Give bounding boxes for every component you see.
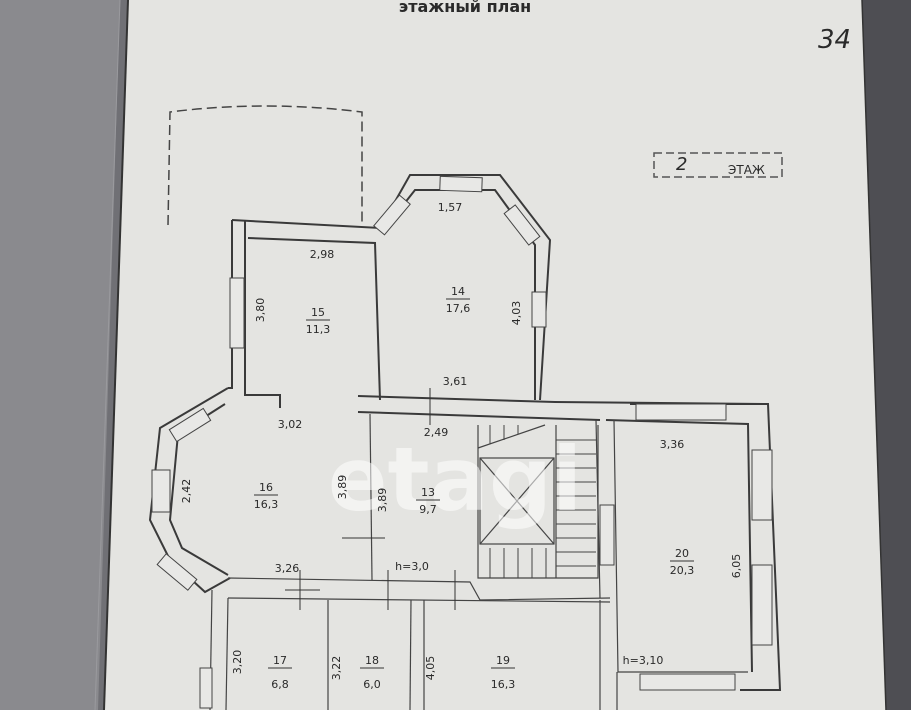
height-room-20: h=3,10: [623, 654, 664, 667]
room-number: 20: [675, 547, 689, 560]
sheet-title: этажный план: [399, 0, 531, 16]
room-number: 16: [259, 481, 273, 494]
room-17: 17 6,8: [268, 654, 292, 691]
room-14: 14 17,6: [446, 285, 471, 315]
balcony-outline: [167, 105, 363, 226]
dim-2-42: 2,42: [180, 479, 193, 504]
dim-3-20: 3,20: [231, 650, 244, 675]
room-number: 19: [496, 654, 510, 667]
room-15: 15 11,3: [306, 306, 331, 336]
dim-3-89-right: 3,89: [376, 488, 389, 513]
dim-3-22: 3,22: [330, 656, 343, 681]
dim-3-61: 3,61: [443, 375, 468, 388]
dim-3-02: 3,02: [278, 418, 303, 431]
staircase: [477, 424, 599, 579]
dim-3-36: 3,36: [660, 438, 685, 451]
room-number: 13: [421, 486, 435, 499]
room-area: 20,3: [670, 564, 695, 577]
dim-2-98: 2,98: [310, 248, 335, 261]
dim-3-89-left: 3,89: [336, 475, 349, 500]
room-area: 16,3: [491, 678, 516, 691]
stamp-text: ЭТАЖ: [728, 163, 765, 177]
room-18: 18 6,0: [360, 654, 384, 691]
windows: [151, 175, 773, 709]
height-hall: h=3,0: [395, 560, 429, 573]
room-19: 19 16,3: [491, 654, 516, 691]
dimension-ticks: [285, 388, 456, 610]
room-area: 11,3: [306, 323, 331, 336]
room-area: 6,0: [363, 678, 381, 691]
room-13: 13 9,7: [416, 486, 440, 516]
room-area: 16,3: [254, 498, 279, 511]
room-area: 6,8: [271, 678, 289, 691]
dim-4-03: 4,03: [510, 301, 523, 326]
room-number: 15: [311, 306, 325, 319]
room-area: 9,7: [419, 503, 437, 516]
dim-4-05: 4,05: [424, 656, 437, 681]
stamp-number: 2: [676, 154, 687, 175]
dim-1-57: 1,57: [438, 201, 463, 214]
room-number: 14: [451, 285, 465, 298]
room-20: 20 20,3: [670, 547, 695, 577]
dim-3-26: 3,26: [275, 562, 300, 575]
room-number: 18: [365, 654, 379, 667]
dim-6-05: 6,05: [730, 554, 743, 579]
room-number: 17: [273, 654, 287, 667]
page-mark: 34: [818, 25, 851, 55]
watermark: etagi: [328, 428, 582, 531]
room-16: 16 16,3: [254, 481, 279, 511]
room-area: 17,6: [446, 302, 471, 315]
dim-2-49: 2,49: [424, 426, 449, 439]
dim-3-80: 3,80: [254, 298, 267, 323]
floor-stamp: 2 ЭТАЖ: [653, 152, 783, 178]
